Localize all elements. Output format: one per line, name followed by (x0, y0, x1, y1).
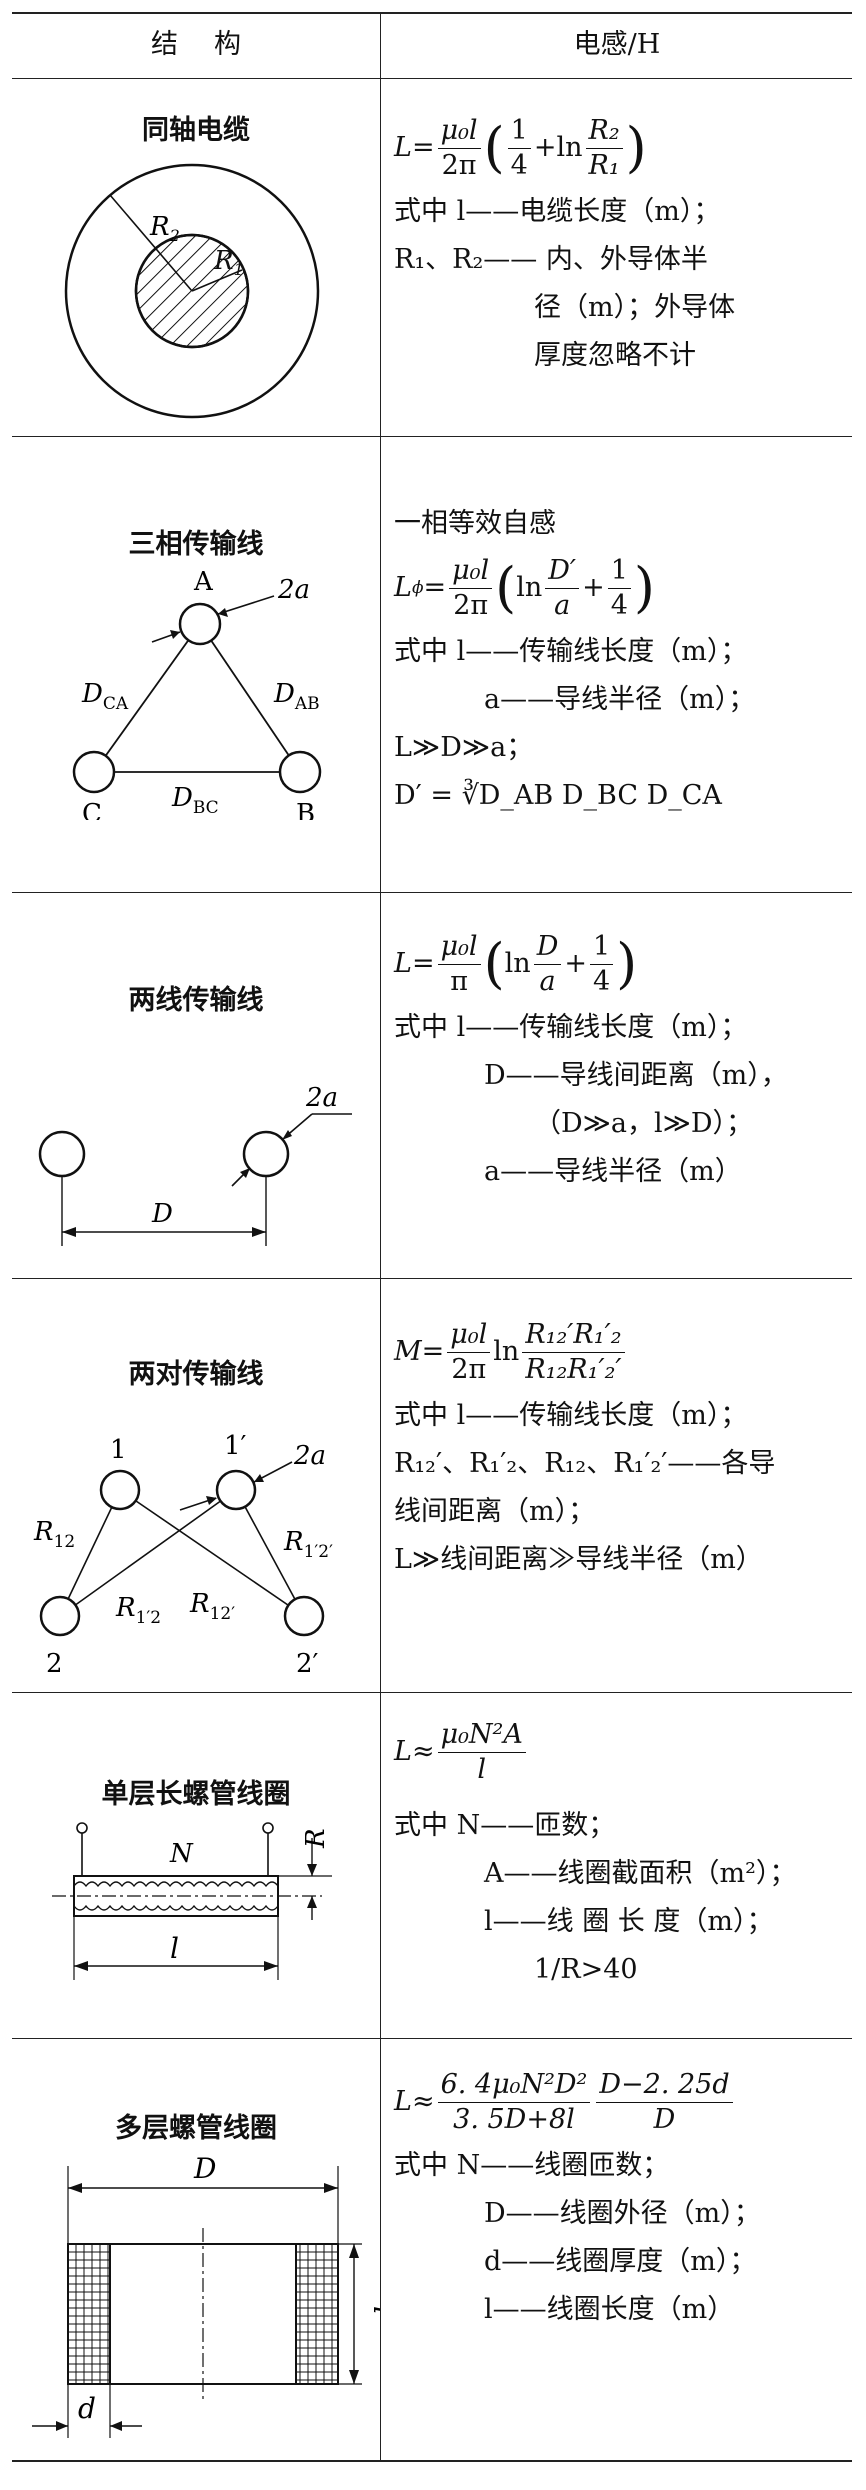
row-divider (12, 892, 852, 893)
multi-solenoid-d-label: D (193, 2152, 216, 2185)
node-1-label: 1 (110, 1435, 127, 1465)
three-phase-line-2: a——导线半径（m）； (484, 684, 756, 715)
header-structure: 结构 (151, 29, 277, 60)
row-title-two-pair: 两对传输线 (128, 1359, 264, 1390)
node-b-label: B (296, 799, 315, 820)
solenoid-l-label: l (170, 1932, 179, 1965)
two-pair-line-3: 线间距离（m）； (394, 1496, 596, 1527)
node-a-label: A (193, 567, 214, 597)
r1p2p-label: R1′2′ (283, 1527, 333, 1562)
dbc-label: DBC (171, 783, 219, 818)
node-2p-label: 2′ (296, 1649, 319, 1679)
multi-solenoid-l-label: l (367, 2306, 380, 2315)
node-c-label: C (82, 799, 102, 820)
three-phase-pre: 一相等效自感 (394, 508, 556, 539)
coax-line-3: 径（m）；外导体 (534, 292, 736, 323)
header-divider (12, 78, 852, 79)
two-wire-d-label: D (151, 1199, 173, 1229)
row-title-three-phase: 三相传输线 (128, 529, 264, 560)
two-pair-line-1: 式中 l——传输线长度（m）； (394, 1400, 748, 1431)
two-pair-2a-label: 2a (293, 1441, 326, 1471)
solenoid-n-label: N (169, 1839, 194, 1869)
multi-solenoid-line-1: 式中 N——线圈匝数； (394, 2150, 670, 2181)
coax-r2-label: R2 (149, 212, 180, 245)
two-wire-line-1: 式中 l——传输线长度（m）； (394, 1012, 748, 1043)
three-phase-line-1: 式中 l——传输线长度（m）； (394, 636, 748, 667)
row-title-single-solenoid: 单层长螺管线圈 (101, 1779, 291, 1810)
single-solenoid-diagram: N R l (12, 1820, 380, 1990)
r12-label: R12 (33, 1517, 75, 1552)
three-phase-line-3: L≫D≫a； (394, 732, 534, 763)
two-wire-line-4: a——导线半径（m） (484, 1156, 742, 1187)
header-inductance: 电感/H (573, 29, 661, 60)
row-divider (12, 2038, 852, 2039)
row-divider (12, 436, 852, 437)
solenoid-r-label: R (301, 1828, 331, 1849)
two-wire-line-2: D——导线间距离（m）， (484, 1060, 788, 1091)
three-phase-diagram: A 2a C B DCA DAB DBC (12, 560, 380, 820)
row-divider (12, 1692, 852, 1693)
r12p-label: R12′ (189, 1589, 235, 1624)
two-wire-2a-label: 2a (305, 1083, 338, 1113)
two-wire-line-3: （D≫a，l≫D）； (534, 1108, 754, 1139)
coax-r1-label: R1 (213, 246, 244, 279)
table-top-border (12, 12, 852, 14)
table-bottom-border (12, 2460, 852, 2462)
coax-line-2: R₁、R₂—— 内、外导体半 (394, 244, 708, 275)
r1p2-label: R1′2 (115, 1593, 161, 1628)
single-solenoid-line-1: 式中 N——匝数； (394, 1810, 616, 1841)
multi-solenoid-line-4: l——线圈长度（m） (484, 2294, 735, 2325)
single-solenoid-line-3: l——线 圈 长 度（m）； (484, 1906, 774, 1937)
row-title-multi-solenoid: 多层螺管线圈 (115, 2113, 277, 2144)
dab-label: DAB (273, 679, 320, 714)
single-solenoid-line-4: 1/R>40 (534, 1954, 638, 1985)
three-phase-line-4: D′ = ∛D_AB D_BC D_CA (394, 780, 722, 811)
coax-line-1: 式中 l——电缆长度（m）； (394, 196, 721, 227)
dca-label: DCA (81, 679, 129, 714)
row-title-coax: 同轴电缆 (142, 115, 250, 146)
coax-line-4: 厚度忽略不计 (534, 340, 696, 371)
column-divider (380, 12, 381, 2462)
multi-solenoid-d-thickness-label: d (78, 2392, 96, 2425)
two-wire-diagram: 2a D (12, 1062, 380, 1262)
single-solenoid-line-2: A——线圈截面积（m²）； (484, 1858, 797, 1889)
three-phase-2a-label: 2a (277, 575, 310, 605)
two-pair-line-2: R₁₂′、R₁′₂、R₁₂、R₁′₂′——各导 (394, 1448, 776, 1479)
multi-solenoid-diagram: D l d (12, 2148, 380, 2448)
two-pair-line-4: L≫线间距离≫导线半径（m） (394, 1544, 763, 1575)
node-1p-label: 1′ (224, 1431, 247, 1461)
coax-diagram: R2 R1 (12, 147, 380, 427)
multi-solenoid-line-3: d——线圈厚度（m）； (484, 2246, 757, 2277)
two-pair-diagram: 1 1′ 2a 2 2′ R12 R1′2′ R1′2 R12′ (12, 1392, 380, 1682)
row-title-two-wire: 两线传输线 (128, 985, 264, 1016)
row-divider (12, 1278, 852, 1279)
node-2-label: 2 (46, 1649, 63, 1679)
multi-solenoid-line-2: D——线圈外径（m）； (484, 2198, 761, 2229)
